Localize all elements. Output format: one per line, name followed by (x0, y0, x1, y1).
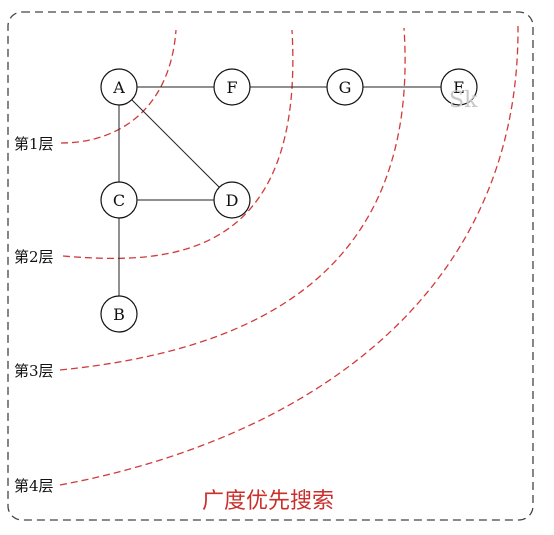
node-circle (100, 295, 138, 333)
node-label: F (226, 78, 237, 97)
layer-curves (59, 25, 519, 486)
node-e: E (440, 68, 478, 106)
layer-curve-1 (60, 29, 177, 144)
node-label: C (113, 191, 125, 210)
node-circle (440, 68, 478, 106)
layer-curve-2 (62, 29, 294, 260)
graph-edges (118, 86, 441, 296)
diagram-frame (7, 11, 534, 521)
node-a: A (100, 68, 138, 106)
node-label: B (113, 305, 125, 324)
layer-curve-4 (59, 25, 519, 486)
node-g: G (326, 68, 364, 106)
edge-a-d (131, 99, 220, 188)
graph-nodes: A F G E C D B (100, 68, 478, 333)
node-circle (213, 181, 251, 219)
node-label: E (453, 78, 465, 97)
node-c: C (100, 181, 138, 219)
node-label: A (112, 78, 125, 97)
node-circle (326, 68, 364, 106)
layer-curve-3 (59, 27, 406, 371)
node-label: D (226, 191, 239, 210)
layer-label-1: 第1层 (14, 135, 54, 153)
diagram-title: 广度优先搜索 (202, 489, 334, 514)
node-d: D (213, 181, 251, 219)
node-circle (213, 68, 251, 106)
layer-label-3: 第3层 (14, 362, 54, 380)
node-b: B (100, 295, 138, 333)
layer-labels: 第1层 第2层 第3层 第4层 (14, 135, 54, 495)
node-circle (100, 181, 138, 219)
layer-label-4: 第4层 (14, 477, 54, 495)
watermark-text: Sk (449, 88, 478, 113)
layer-label-2: 第2层 (14, 248, 54, 266)
node-f: F (213, 68, 251, 106)
node-circle (100, 68, 138, 106)
node-label: G (339, 78, 352, 97)
